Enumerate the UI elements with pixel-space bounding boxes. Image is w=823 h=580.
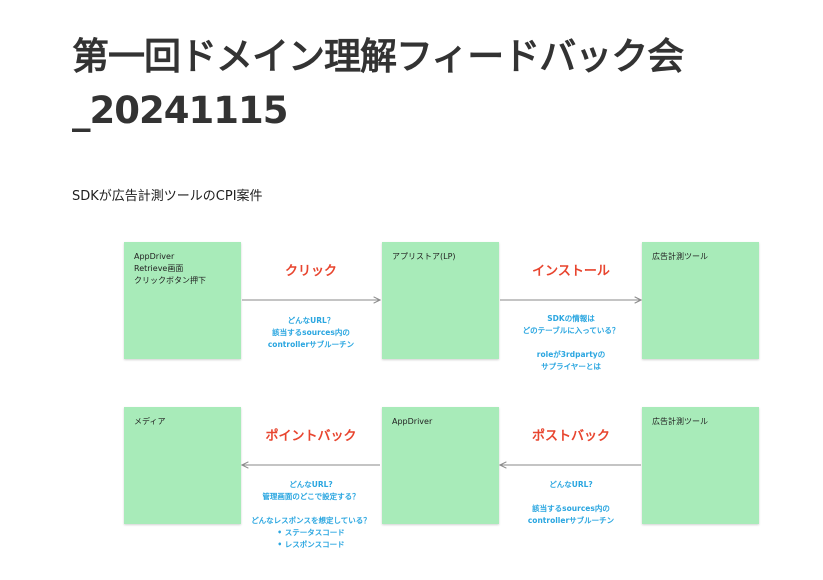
- annotation-bullet: レスポンスコード: [241, 539, 381, 551]
- flow-label-postback: ポストバック: [531, 429, 610, 444]
- note-ad-measurement-tool-1[interactable]: 広告計測ツール: [642, 242, 759, 359]
- page-title: 第一回ドメイン理解フィードバック会 _20241115: [72, 30, 792, 138]
- title-line-2: _20241115: [72, 89, 288, 132]
- note-text: AppDriver: [134, 252, 175, 261]
- flow-label-click: クリック: [284, 264, 337, 279]
- annotation-postback: どんなURL? 該当するsources内の controllerサブルーチン: [500, 479, 642, 527]
- note-text: 広告計測ツール: [652, 417, 708, 426]
- note-text: クリックボタン押下: [134, 276, 206, 285]
- note-media[interactable]: メディア: [124, 407, 241, 524]
- note-text: アプリストア(LP): [392, 252, 456, 261]
- annotation-line: controllerサブルーチン: [267, 340, 355, 349]
- note-text: 広告計測ツール: [652, 252, 708, 261]
- annotation-line: 該当するsources内の: [272, 328, 350, 337]
- flow-label-install: インストール: [532, 264, 610, 279]
- annotation-bullet: ステータスコード: [241, 527, 381, 539]
- note-appdriver[interactable]: AppDriver: [382, 407, 499, 524]
- annotation-install-sdk: SDKの情報は どのテーブルに入っている？ roleが3rdpartyの サプラ…: [500, 313, 642, 373]
- annotation-line: どんなURL?: [549, 480, 593, 489]
- annotation-line: どんなURL？: [287, 316, 335, 325]
- annotation-line: サプライヤーとは: [541, 362, 601, 371]
- section-heading: SDKが広告計測ツールのCPI案件: [72, 189, 263, 204]
- note-text: AppDriver: [392, 417, 433, 426]
- annotation-pointback: どんなURL? 管理画面のどこで設定する？ どんなレスポンスを想定している？ ス…: [241, 479, 381, 551]
- note-text: メディア: [134, 417, 166, 426]
- title-line-1: 第一回ドメイン理解フィードバック会: [72, 35, 684, 78]
- annotation-line: 管理画面のどこで設定する？: [262, 492, 360, 501]
- annotation-line: SDKの情報は: [547, 314, 595, 323]
- note-text: Retrieve画面: [134, 264, 184, 273]
- annotation-line: どんなレスポンスを想定している？: [251, 516, 371, 525]
- annotation-line: controllerサブルーチン: [527, 516, 615, 525]
- annotation-line: 該当するsources内の: [532, 504, 610, 513]
- annotation-line: どのテーブルに入っている？: [522, 326, 620, 335]
- flow-label-pointback: ポイントバック: [265, 429, 357, 444]
- note-ad-measurement-tool-2[interactable]: 広告計測ツール: [642, 407, 759, 524]
- note-app-store[interactable]: アプリストア(LP): [382, 242, 499, 359]
- annotation-line: roleが3rdpartyの: [536, 350, 606, 359]
- annotation-line: どんなURL?: [289, 480, 333, 489]
- note-appdriver-retrieve[interactable]: AppDriver Retrieve画面 クリックボタン押下: [124, 242, 241, 359]
- annotation-click-url: どんなURL？ 該当するsources内の controllerサブルーチン: [241, 315, 381, 351]
